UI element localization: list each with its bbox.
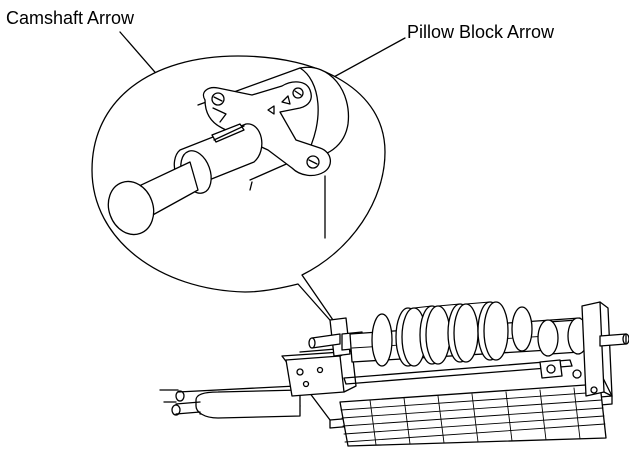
camshaft-arrow-label: Camshaft Arrow bbox=[6, 8, 135, 28]
main-assembly bbox=[160, 302, 629, 446]
zoom-detail bbox=[101, 67, 348, 241]
pillow-block-arrow-label: Pillow Block Arrow bbox=[407, 22, 555, 42]
